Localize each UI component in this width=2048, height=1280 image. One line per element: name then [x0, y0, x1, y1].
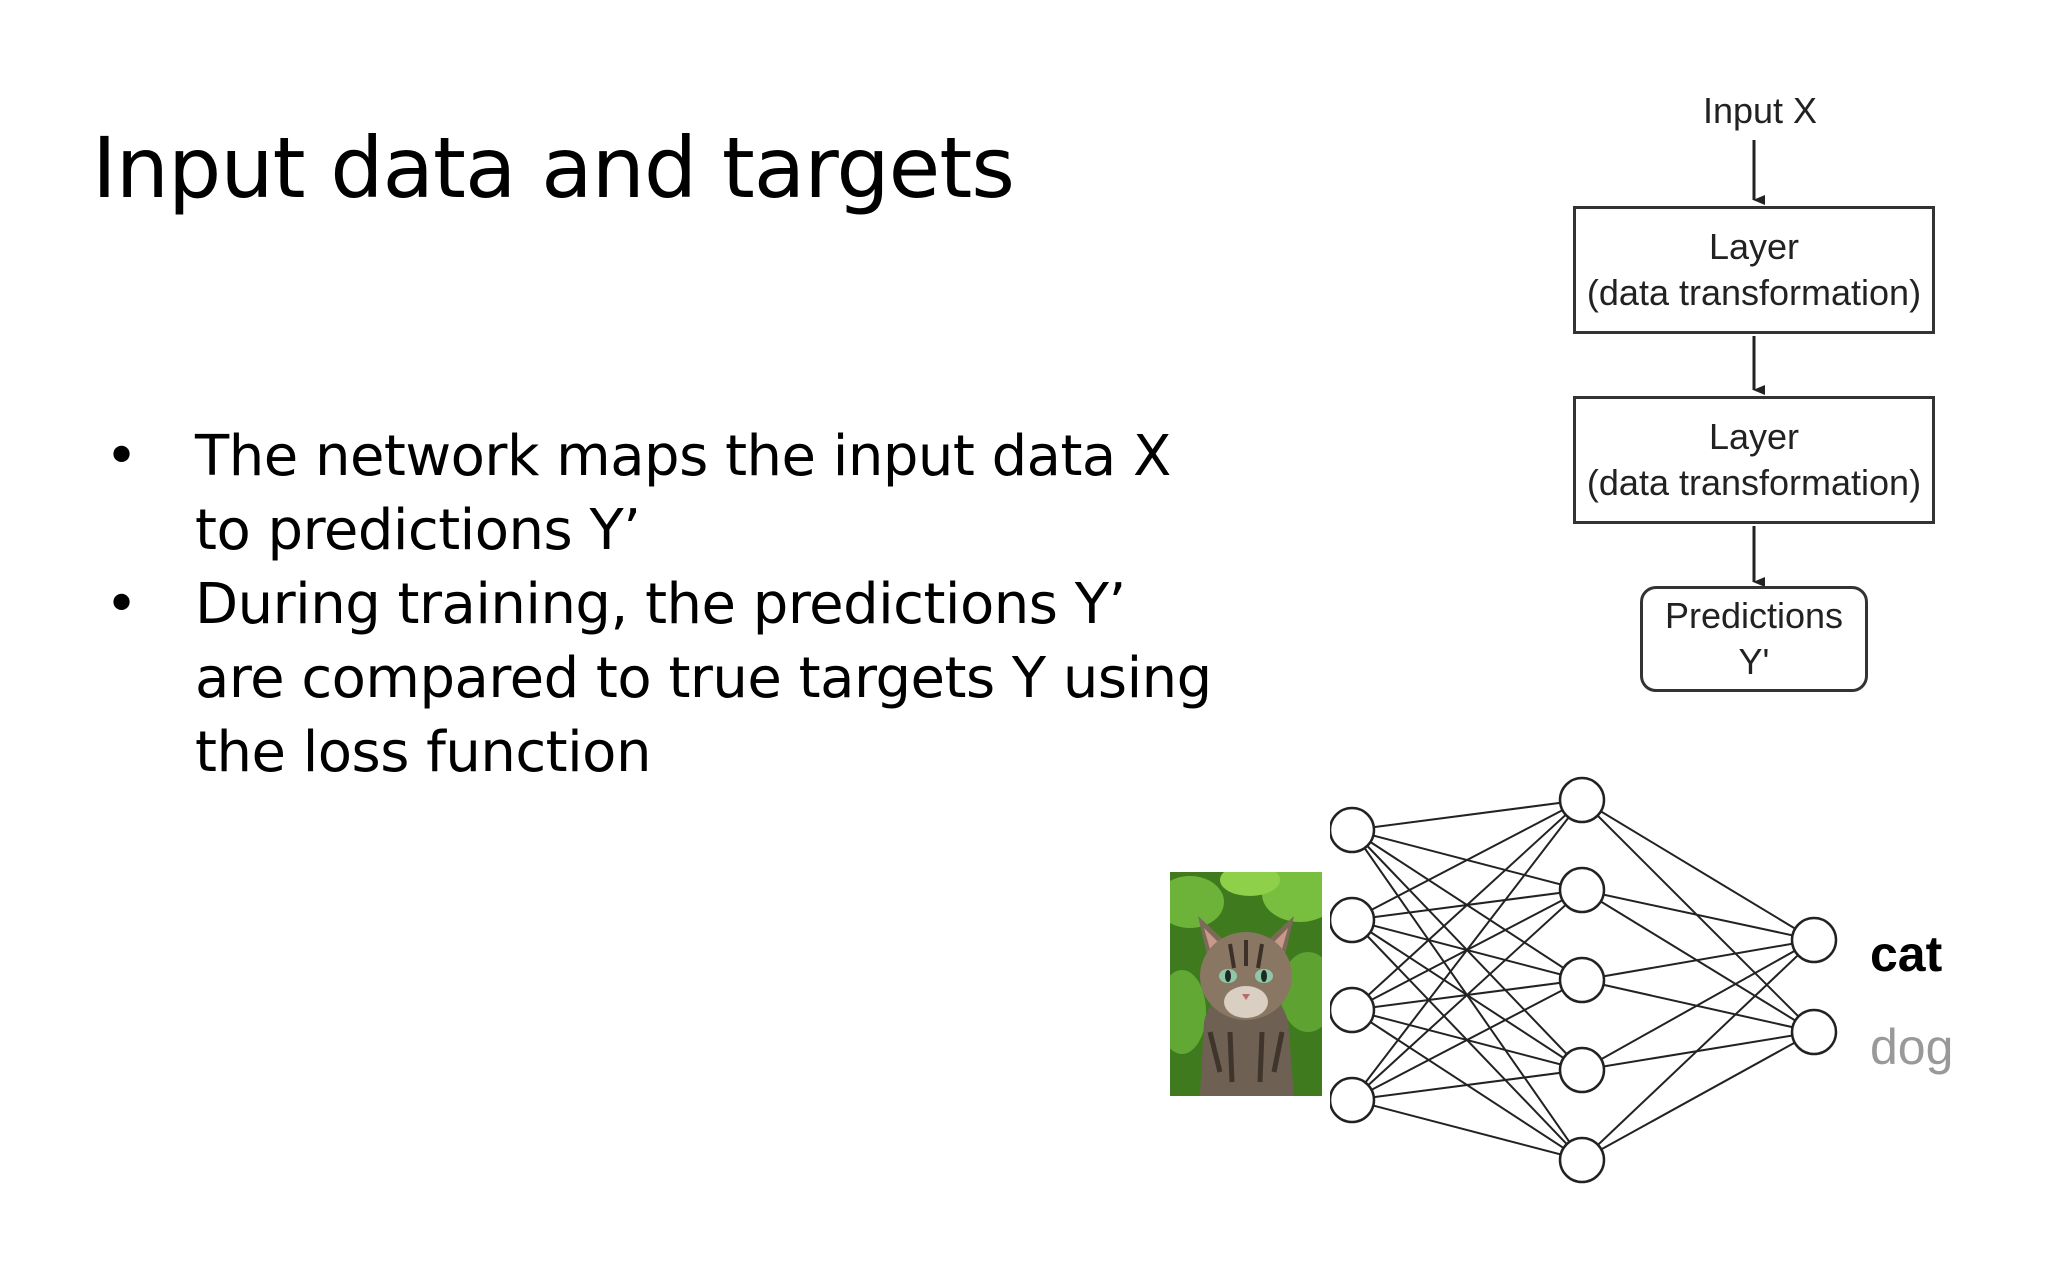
layer-flow-diagram: Input X Layer (data transformation) Laye… [1560, 80, 1960, 720]
neural-network-diagram [1330, 776, 1838, 1184]
layer-box-title: Layer [1708, 226, 1800, 267]
cat-image [1170, 872, 1322, 1096]
network-edge [1351, 799, 1583, 921]
bullet-item: • During training, the predictions Y’ ar… [105, 568, 1225, 790]
flow-arrows [1752, 140, 1765, 587]
input-neuron [1330, 806, 1376, 854]
layer-box-subtitle: (data transformation) [1586, 462, 1922, 503]
network-edge [1581, 889, 1815, 941]
input-neuron [1330, 896, 1376, 944]
network-edge [1351, 1099, 1583, 1161]
layer-box-subtitle: (data transformation) [1586, 272, 1922, 313]
hidden-neuron [1558, 956, 1606, 1004]
bullet-text: During training, the predictions Y’ are … [195, 572, 1212, 785]
output-label-dog: dog [1870, 1019, 1954, 1075]
network-edge [1581, 1031, 1815, 1161]
output-neuron [1790, 1008, 1838, 1056]
hidden-neuron [1558, 776, 1606, 824]
bullet-dot-icon: • [105, 572, 138, 637]
bullet-list: • The network maps the input data X to p… [105, 420, 1225, 790]
bullet-text: The network maps the input data X to pre… [195, 424, 1171, 563]
network-edge [1581, 939, 1815, 1071]
slide-title: Input data and targets [92, 119, 1015, 217]
network-edge [1351, 979, 1583, 1101]
predictions-symbol: Y' [1738, 641, 1770, 682]
layer-box: Layer (data transformation) [1573, 206, 1935, 334]
network-edge [1351, 799, 1583, 831]
bullet-item: • The network maps the input data X to p… [105, 420, 1225, 568]
network-edge [1351, 889, 1583, 1101]
layer-box: Layer (data transformation) [1573, 396, 1935, 524]
hidden-neuron [1558, 1136, 1606, 1184]
input-neuron [1330, 986, 1376, 1034]
cat-photo [1170, 872, 1322, 1096]
network-edge [1581, 939, 1815, 1161]
predictions-title: Predictions [1664, 595, 1844, 636]
output-neuron [1790, 916, 1838, 964]
predictions-box: Predictions Y' [1640, 586, 1868, 692]
input-x-label: Input X [1702, 90, 1818, 131]
network-edge [1351, 799, 1583, 1101]
output-label-cat: cat [1870, 926, 1943, 982]
network-edge [1351, 799, 1583, 1011]
network-edge [1351, 1069, 1583, 1101]
network-edge [1581, 799, 1815, 941]
network-edge [1581, 939, 1815, 981]
bullet-dot-icon: • [105, 424, 138, 489]
layer-box-title: Layer [1708, 416, 1800, 457]
input-neuron [1330, 1076, 1376, 1124]
hidden-neuron [1558, 866, 1606, 914]
hidden-neuron [1558, 1046, 1606, 1094]
